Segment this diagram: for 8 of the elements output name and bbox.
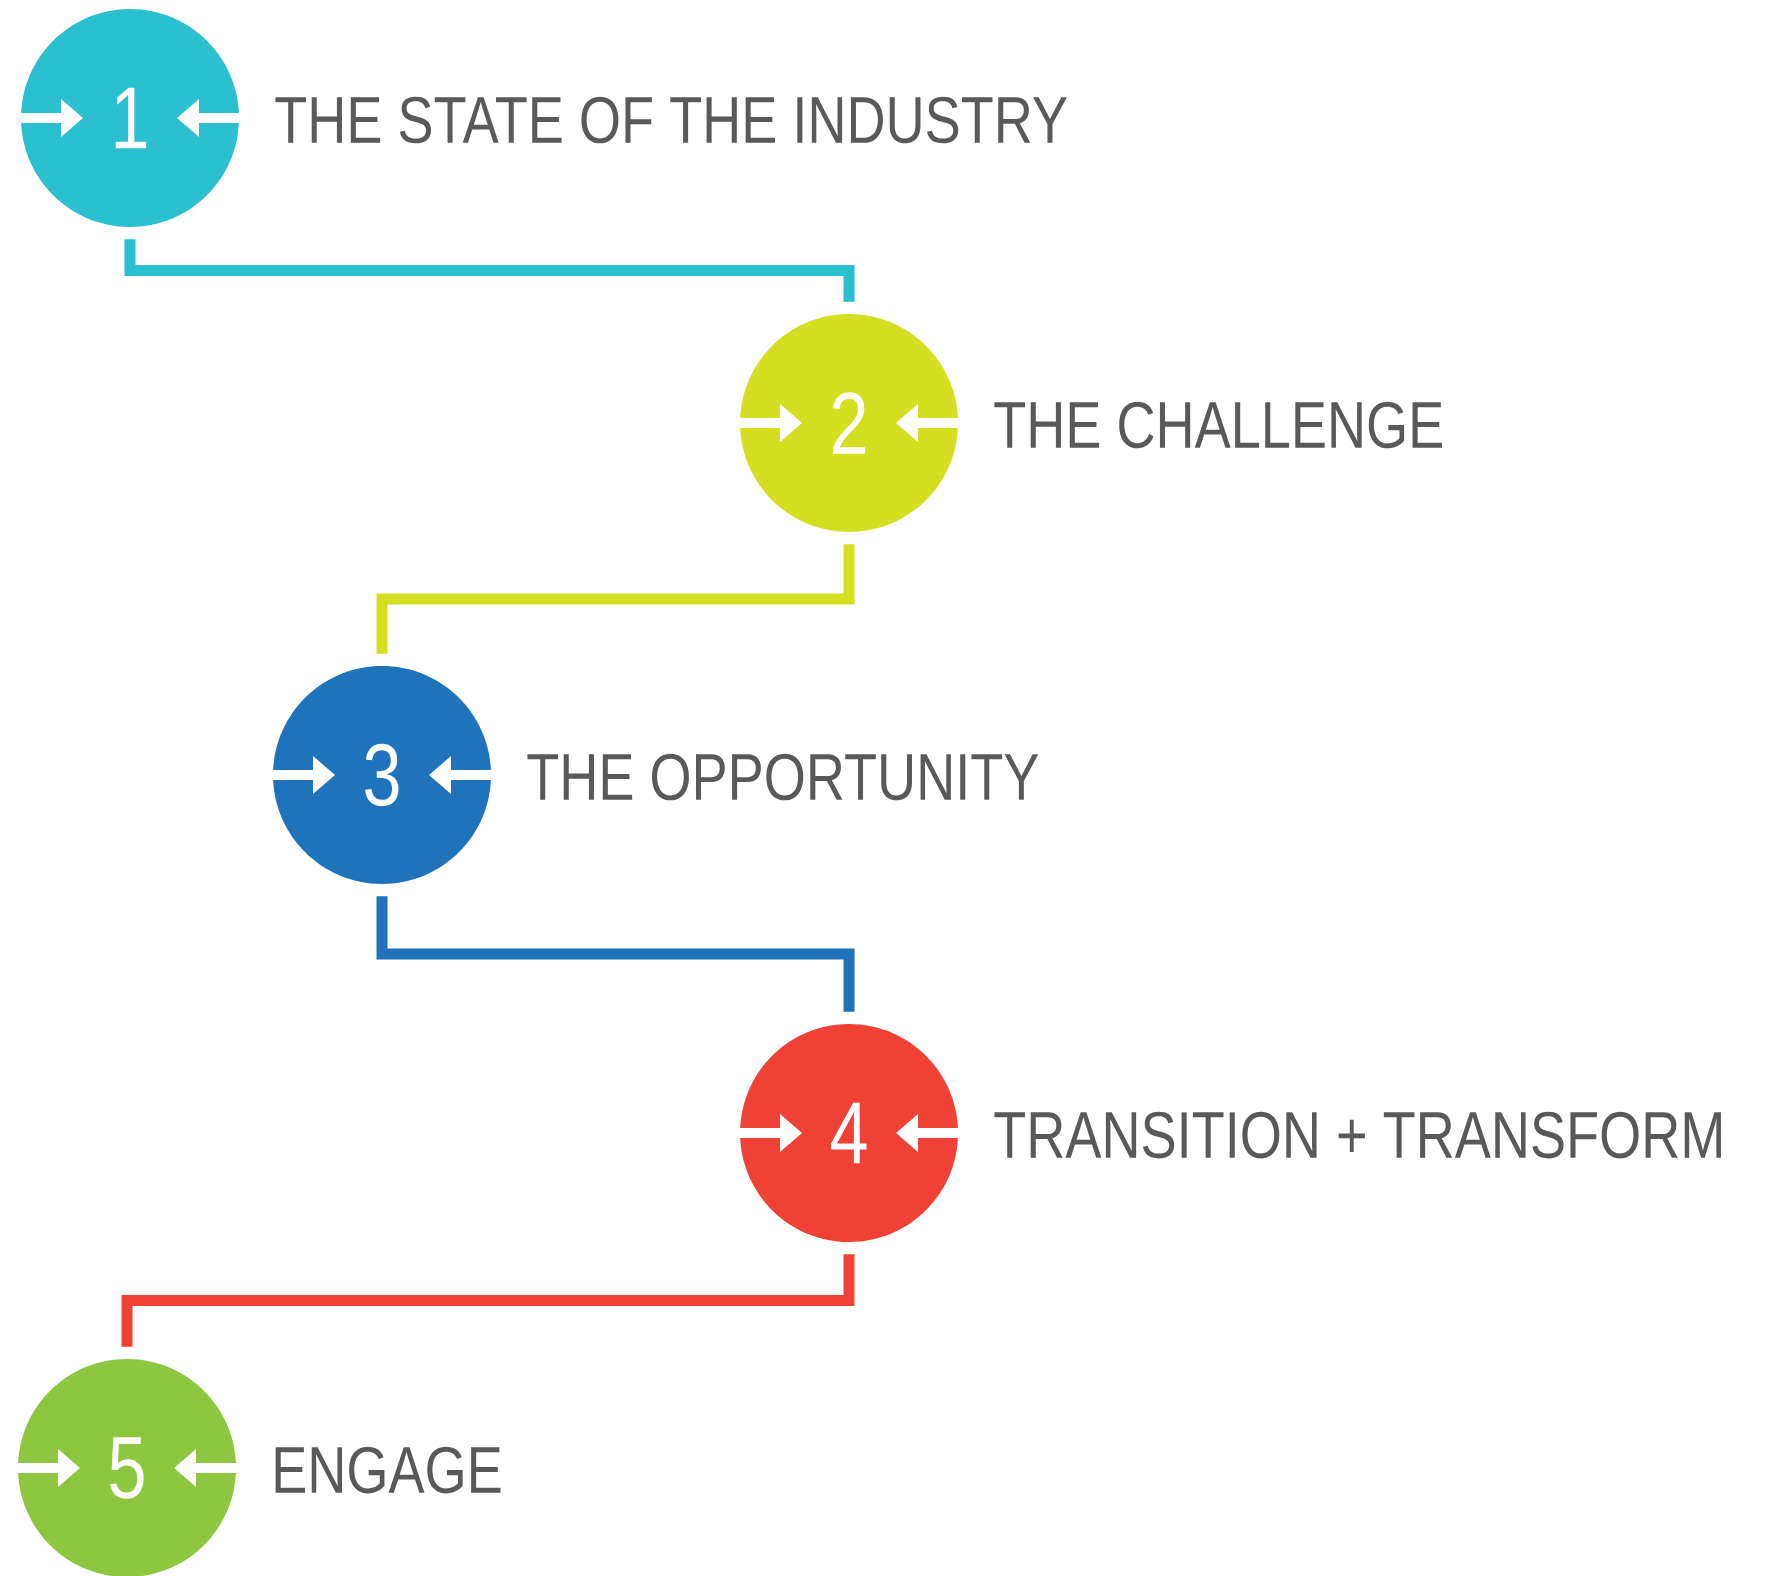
step-label: ENGAGE (275, 1446, 501, 1494)
connector-line (376, 896, 855, 1012)
step-label: TRANSITION + TRANSFORM (994, 1111, 1721, 1159)
step-label: THE CHALLENGE (994, 401, 1442, 449)
step-label: THE OPPORTUNITY (527, 753, 1039, 801)
connector-line (124, 239, 855, 302)
step-label: THE STATE OF THE INDUSTRY (275, 96, 1067, 144)
connector-line (376, 544, 855, 654)
